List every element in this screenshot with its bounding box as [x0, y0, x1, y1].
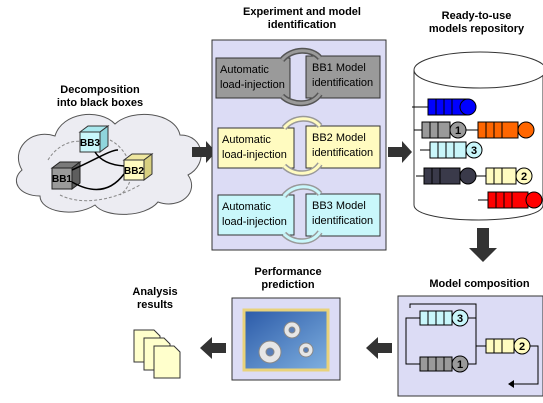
decomposition-title: Decomposition into black boxes	[30, 84, 170, 110]
composition-network	[405, 303, 539, 388]
repository-queue-gray-orange	[414, 121, 535, 139]
row3-model-line1: BB3 Model	[312, 200, 366, 212]
comp-queue-label-1: 1	[457, 359, 463, 371]
row2-load-line2: load-injection	[222, 149, 287, 161]
row1-load-line2: load-injection	[220, 79, 285, 91]
bb3-cube	[78, 125, 110, 153]
repository-queue-dark-yellow	[416, 167, 533, 185]
black-box-cloud	[16, 113, 202, 215]
analysis-title: Analysis results	[120, 286, 190, 312]
link-bb3-bb2	[94, 151, 125, 167]
row2-model-text: BB2 Model identification	[312, 131, 373, 161]
analysis-documents	[133, 329, 181, 379]
gears-icon	[258, 321, 314, 364]
row3-load-text: Automatic load-injection	[222, 200, 287, 230]
row2-load-line1: Automatic	[222, 134, 271, 146]
repository-title: Ready-to-use models repository	[410, 10, 543, 36]
comp-queue-label-3: 3	[457, 313, 463, 325]
comp-queue-label-2: 2	[519, 341, 525, 353]
row1-model-text: BB1 Model identification	[312, 61, 373, 91]
arrow-to-experiment	[192, 141, 216, 163]
repository-title-line2: models repository	[428, 23, 525, 35]
decomposition-title-line1: Decomposition	[60, 84, 140, 96]
row2-load-text: Automatic load-injection	[222, 133, 287, 163]
experiment-title: Experiment and model identification	[222, 6, 382, 32]
prediction-image	[242, 308, 330, 372]
repo-queue-label-3: 3	[471, 145, 477, 157]
bb2-label: BB2	[124, 166, 144, 177]
row2-model-line2: identification	[312, 147, 374, 159]
bb3-label: BB3	[80, 138, 100, 149]
row1-load-line1: Automatic	[220, 64, 269, 76]
link-bb1-bb2	[71, 173, 125, 191]
row3-model-line2: identification	[312, 215, 374, 227]
prediction-title-line1: Performance	[254, 266, 322, 278]
decomposition-title-line2: into black boxes	[56, 97, 144, 109]
experiment-title-line2: identification	[267, 19, 337, 31]
row3-model-text: BB3 Model identification	[312, 199, 373, 229]
link-bb1-bb3	[71, 149, 119, 171]
experiment-row-bb1	[215, 47, 381, 107]
arrow-to-composition	[469, 228, 497, 262]
experiment-row-bb2	[217, 115, 381, 177]
analysis-title-line2: results	[136, 299, 174, 311]
row3-load-line1: Automatic	[222, 201, 271, 213]
repository-queue-blue	[412, 98, 477, 116]
experiment-title-line1: Experiment and model	[243, 6, 361, 18]
repo-queue-label-2: 2	[521, 171, 527, 183]
repo-queue-label-1: 1	[455, 125, 461, 137]
row1-model-line2: identification	[312, 77, 374, 89]
repository-queue-red	[478, 191, 543, 209]
arrow-to-analysis	[200, 337, 226, 359]
bb1-label: BB1	[52, 174, 72, 185]
arrow-to-prediction	[366, 337, 392, 359]
row1-model-line1: BB1 Model	[312, 62, 366, 74]
experiment-row-bb3	[217, 183, 381, 245]
prediction-title: Performance prediction	[240, 266, 336, 292]
prediction-title-line2: prediction	[261, 279, 315, 291]
repository-queue-cyan	[420, 141, 483, 159]
composition-title: Model composition	[429, 278, 530, 290]
row3-load-line2: load-injection	[222, 216, 287, 228]
repository-title-line1: Ready-to-use	[441, 10, 512, 22]
row1-load-text: Automatic load-injection	[220, 63, 285, 93]
analysis-title-line1: Analysis	[132, 286, 178, 298]
bb2-cube	[122, 153, 154, 181]
arrow-to-repository	[388, 141, 412, 163]
row2-model-line1: BB2 Model	[312, 132, 366, 144]
